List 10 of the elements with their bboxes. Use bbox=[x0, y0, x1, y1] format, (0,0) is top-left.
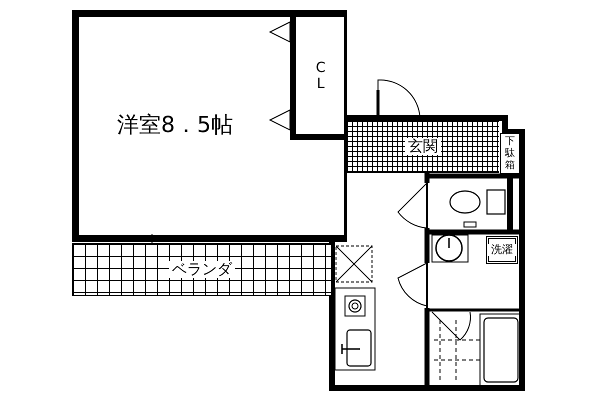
balcony-label: ベランダ bbox=[169, 261, 235, 278]
shoe-cabinet-label: 下駄箱 bbox=[505, 136, 515, 172]
washer-label: 洗濯 bbox=[488, 244, 516, 256]
tiled-entrance bbox=[347, 121, 499, 173]
room-label: 玄関 bbox=[405, 138, 441, 155]
washer-space bbox=[486, 236, 518, 264]
tiled-balcony bbox=[72, 243, 332, 296]
closet bbox=[290, 17, 344, 140]
shoe-cabinet bbox=[500, 133, 520, 174]
closet-label: CL bbox=[312, 60, 328, 92]
